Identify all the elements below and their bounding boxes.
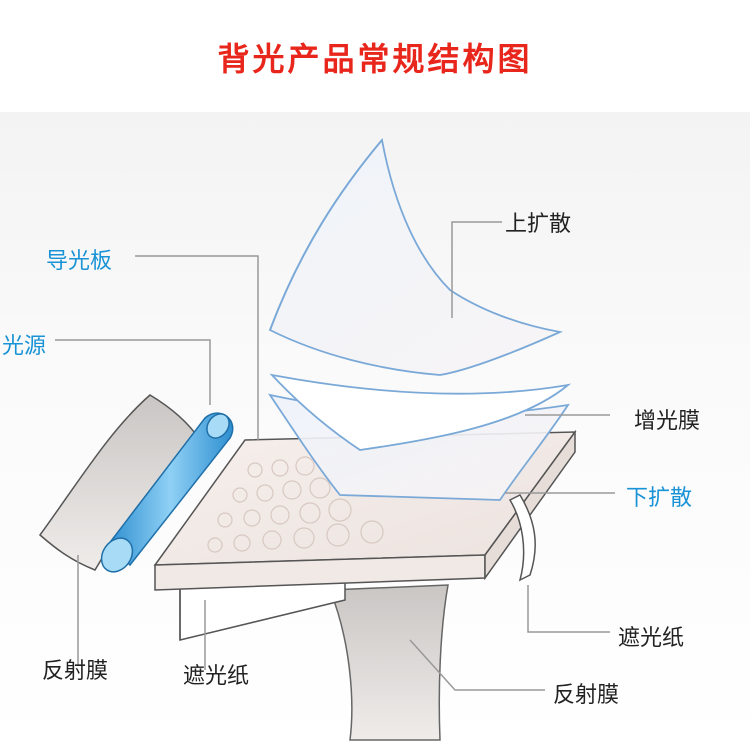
leader-lines [55,221,615,691]
leader-upper-diffuser [451,221,502,318]
light-guide-dots [207,456,384,553]
label-upper-diffuser: 上扩散 [505,212,572,237]
label-brightness-film: 增光膜 [634,409,701,434]
leader-light-source [55,339,211,405]
brightness-enhancement-film [269,373,572,451]
upper-diffuser-film [268,137,564,376]
label-shading-paper-right: 遮光纸 [618,626,685,651]
leader-light-guide [135,255,259,440]
label-lower-diffuser: 下扩散 [626,486,693,511]
right-shading-paper [508,494,536,582]
light-source-tube [100,412,234,573]
diagram-title: 背光产品常规结构图 [217,40,533,78]
label-light-source: 光源 [2,334,47,359]
label-reflector-bottom: 反射膜 [553,683,620,708]
leader-reflector-bottom [409,639,545,691]
leader-shading-right [527,585,610,633]
bottom-reflector-film [328,584,449,741]
label-shading-paper-bottom: 遮光纸 [183,664,250,689]
label-reflector-left: 反射膜 [42,659,109,684]
label-light-guide: 导光板 [46,249,113,274]
light-guide-plate-side [484,429,576,581]
